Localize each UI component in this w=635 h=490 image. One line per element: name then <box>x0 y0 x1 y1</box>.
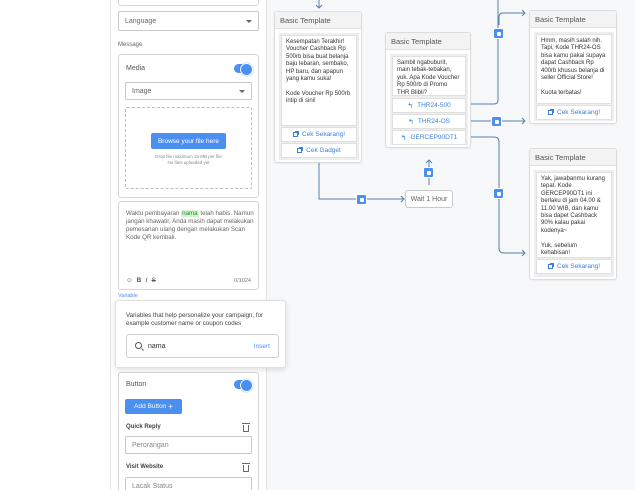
message-textarea[interactable]: Waktu pembayaran nama telah habis. Namun… <box>118 201 259 290</box>
card-title: Basic Template <box>530 149 616 166</box>
character-counter: 0/1024 <box>234 278 251 284</box>
message-bubble: Hmm, masih salah nih. Tapi, Kode THR24-O… <box>536 34 612 104</box>
italic-icon[interactable]: I <box>145 277 148 284</box>
button-toggle[interactable] <box>234 379 253 392</box>
message-bubble: Sambil ngabuburit, main tebak-tebakan, y… <box>392 56 466 96</box>
message-bubble: Kesempatan Terakhir! Voucher Cashback Rp… <box>281 35 357 126</box>
variable-popover: Variables that help personalize your cam… <box>115 300 286 368</box>
media-toggle[interactable] <box>234 63 253 76</box>
template-card[interactable]: Basic Template Yak, jawabanmu kurang tep… <box>529 148 617 280</box>
divider <box>266 0 267 490</box>
format-toolbar: ☺ B I S <box>126 277 156 284</box>
media-box: Media Image Browse your file here Drop f… <box>118 54 259 198</box>
message-bubble: Yak, jawabanmu kurang tepat. Kode GERCEP… <box>536 172 612 258</box>
add-button[interactable]: Add Button + <box>125 399 182 414</box>
quick-reply-button[interactable]: ↰THR24-500 <box>392 98 466 113</box>
quick-reply-button[interactable]: ↰GERCEP90DT1 <box>392 130 466 145</box>
variable-description: Variables that help personalize your cam… <box>126 312 264 327</box>
card-title: Basic Template <box>530 11 616 28</box>
language-select-placeholder: Language <box>125 17 157 25</box>
chevron-down-icon <box>239 90 245 93</box>
external-link-icon <box>548 263 554 269</box>
visit-website-input[interactable]: Lacak Status <box>125 477 252 490</box>
template-card[interactable]: Basic Template Kesempatan Terakhir! Vouc… <box>274 11 362 163</box>
media-type-value: Image <box>132 87 152 95</box>
prev-field <box>118 0 259 6</box>
flow-canvas[interactable]: Basic Template Kesempatan Terakhir! Vouc… <box>267 0 635 490</box>
quick-reply-button[interactable]: ↰THR24-OS <box>392 114 466 129</box>
media-label: Media <box>126 65 146 72</box>
insert-button[interactable]: Insert <box>253 343 270 350</box>
language-select[interactable]: Language <box>118 11 259 31</box>
emoji-icon[interactable]: ☺ <box>126 277 133 284</box>
variable-label: Variable <box>118 293 138 299</box>
strikethrough-icon[interactable]: S <box>151 277 156 284</box>
divider <box>110 0 111 490</box>
wait-node[interactable]: Wait 1 Hour <box>405 190 453 208</box>
message-text: Waktu pembayaran nama telah habis. Namun… <box>126 210 254 241</box>
quick-reply-label: Quick Reply <box>126 424 161 430</box>
media-type-select[interactable]: Image <box>125 82 252 100</box>
connector-handle[interactable] <box>491 116 502 127</box>
trash-icon[interactable] <box>242 463 250 472</box>
connector-handle[interactable] <box>493 188 504 199</box>
chevron-down-icon <box>246 20 252 23</box>
visit-website-label: Visit Website <box>126 464 164 470</box>
bold-icon[interactable]: B <box>136 277 142 284</box>
quick-reply-input[interactable]: Perorangan <box>125 436 252 454</box>
left-gutter <box>0 0 110 490</box>
card-title: Basic Template <box>275 12 361 29</box>
config-panel: Language Message Media Image Browse your… <box>111 0 286 490</box>
message-section-label: Message <box>118 42 143 48</box>
dropzone-status: No files uploaded yet <box>167 160 210 165</box>
card-action-button[interactable]: Cek Gadget <box>281 143 357 158</box>
trash-icon[interactable] <box>242 423 250 432</box>
template-card[interactable]: Basic Template Sambil ngabuburit, main t… <box>385 32 471 148</box>
variable-search-value: nama <box>148 343 166 350</box>
card-title: Basic Template <box>386 33 470 50</box>
button-section: Button Add Button + Quick Reply Perorang… <box>118 372 259 490</box>
card-action-button[interactable]: Cek Sekarang! <box>281 127 357 142</box>
external-link-icon <box>548 109 554 115</box>
template-card[interactable]: Basic Template Hmm, masih salah nih. Tap… <box>529 10 617 124</box>
dropzone-hint: Drop file maximum 10 MB per file <box>155 154 222 159</box>
variable-chip[interactable]: nama <box>181 210 199 217</box>
search-icon <box>135 342 142 349</box>
external-link-icon <box>293 131 299 137</box>
card-action-button[interactable]: Cek Sekarang! <box>536 105 612 120</box>
browse-file-button[interactable]: Browse your file here <box>151 133 226 149</box>
variable-search-input[interactable]: nama Insert <box>126 334 279 358</box>
reply-icon: ↰ <box>400 134 407 142</box>
external-link-icon <box>297 147 304 153</box>
button-section-label: Button <box>126 381 147 388</box>
reply-icon: ↰ <box>407 118 414 126</box>
card-action-button[interactable]: Cek Sekarang! <box>536 259 612 274</box>
reply-icon: ↰ <box>407 102 414 110</box>
connector-handle[interactable] <box>493 28 504 39</box>
connector-handle[interactable] <box>423 167 434 178</box>
file-dropzone[interactable]: Browse your file here Drop file maximum … <box>125 107 252 189</box>
connector-handle[interactable] <box>356 194 367 205</box>
